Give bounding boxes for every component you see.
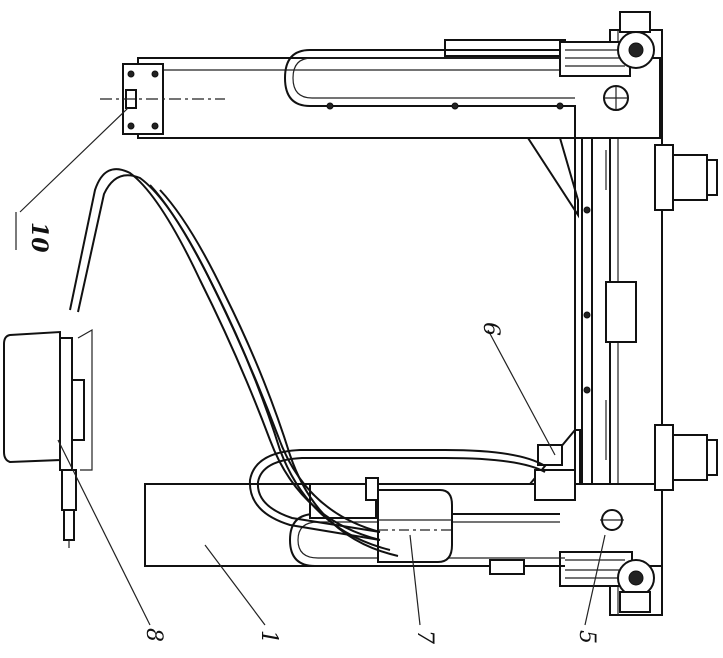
spray-handle-8 <box>3 328 93 548</box>
roller-assembly-lower-5 <box>559 509 655 613</box>
roller-assembly-upper <box>444 11 655 111</box>
mount-block-10 <box>100 63 225 135</box>
bracket-6 <box>526 137 581 501</box>
callout-8: 8 <box>141 628 166 642</box>
foot-pin-upper <box>654 144 718 211</box>
callout-7: 7 <box>412 630 437 644</box>
leader-lines <box>15 107 606 626</box>
callout-5: 5 <box>574 630 599 644</box>
callout-1: 1 <box>256 630 281 644</box>
hose-vertical-run <box>574 138 591 484</box>
callout-6: 6 <box>478 322 503 336</box>
foot-pin-lower <box>654 424 718 491</box>
vertical-rail <box>581 138 637 484</box>
hose-loop-upper <box>283 49 576 138</box>
flexible-hose <box>69 168 546 557</box>
hose-loop-lower <box>288 513 565 567</box>
callout-10: 10 <box>26 222 52 253</box>
